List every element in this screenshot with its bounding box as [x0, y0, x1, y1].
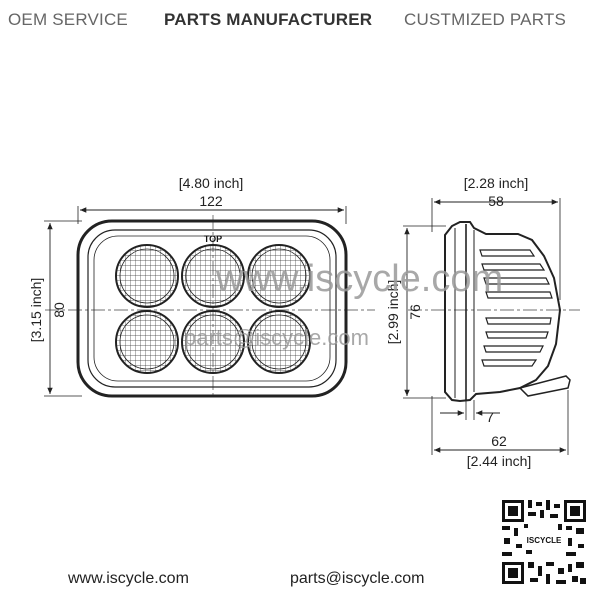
front-view: TOP [4.80 inch] 122 [3.15 inch] 80 [28, 175, 375, 398]
lens-rim [93, 235, 331, 382]
top-mark-label: TOP [204, 234, 222, 244]
fin-7 [483, 345, 544, 353]
header-bar: OEM SERVICE PARTS MANUFACTURER CUSTMIZED… [0, 10, 600, 34]
led-2 [181, 244, 245, 308]
fin-4 [485, 291, 553, 299]
fin-3 [483, 277, 550, 285]
watermark: www.iscycle.com parts@iscycle.com [184, 258, 503, 350]
side-height-inch-label: [2.99 inch] [385, 280, 401, 345]
qr-code: ISCYCLE [500, 498, 588, 586]
height-inch-label: [3.15 inch] [28, 278, 44, 343]
watermark-email: parts@iscycle.com [184, 325, 369, 350]
led-4 [115, 310, 179, 374]
fin-6 [485, 331, 549, 339]
header-parts-manufacturer: PARTS MANUFACTURER [164, 10, 373, 29]
led-5 [181, 310, 245, 374]
footer-email-link[interactable]: parts@iscycle.com [290, 570, 425, 587]
cooling-fins [479, 249, 553, 367]
led-6 [247, 310, 311, 374]
mounting-bracket [518, 375, 571, 397]
total-inch-label: [2.44 inch] [467, 453, 532, 469]
led-1 [115, 244, 179, 308]
led-array [115, 244, 311, 374]
fin-2 [481, 263, 546, 271]
width-inch-label: [4.80 inch] [179, 175, 244, 191]
side-body-outline [444, 221, 562, 403]
side-view: [2.28 inch] 58 [2.99 inch] 76 7 62 [2.44… [385, 175, 580, 469]
fin-8 [481, 359, 538, 367]
depth-inch-label: [2.28 inch] [464, 175, 529, 191]
fin-1 [479, 249, 536, 257]
housing-inner [87, 229, 337, 388]
header-oem-service: OEM SERVICE [8, 10, 128, 29]
fin-5 [485, 317, 552, 325]
watermark-website: www.iscycle.com [215, 258, 503, 300]
qr-center-label: ISCYCLE [527, 536, 562, 545]
housing-outer [76, 219, 348, 398]
header-customized-parts: CUSTMIZED PARTS [404, 10, 566, 29]
height-mm-label: 80 [51, 302, 67, 318]
bracket-mm-label: 7 [486, 409, 494, 425]
total-mm-label: 62 [491, 433, 507, 449]
led-3 [247, 244, 311, 308]
depth-mm-label: 58 [488, 193, 504, 209]
width-mm-label: 122 [199, 193, 223, 209]
footer-website-link[interactable]: www.iscycle.com [68, 570, 189, 587]
side-height-mm-label: 76 [407, 304, 423, 320]
